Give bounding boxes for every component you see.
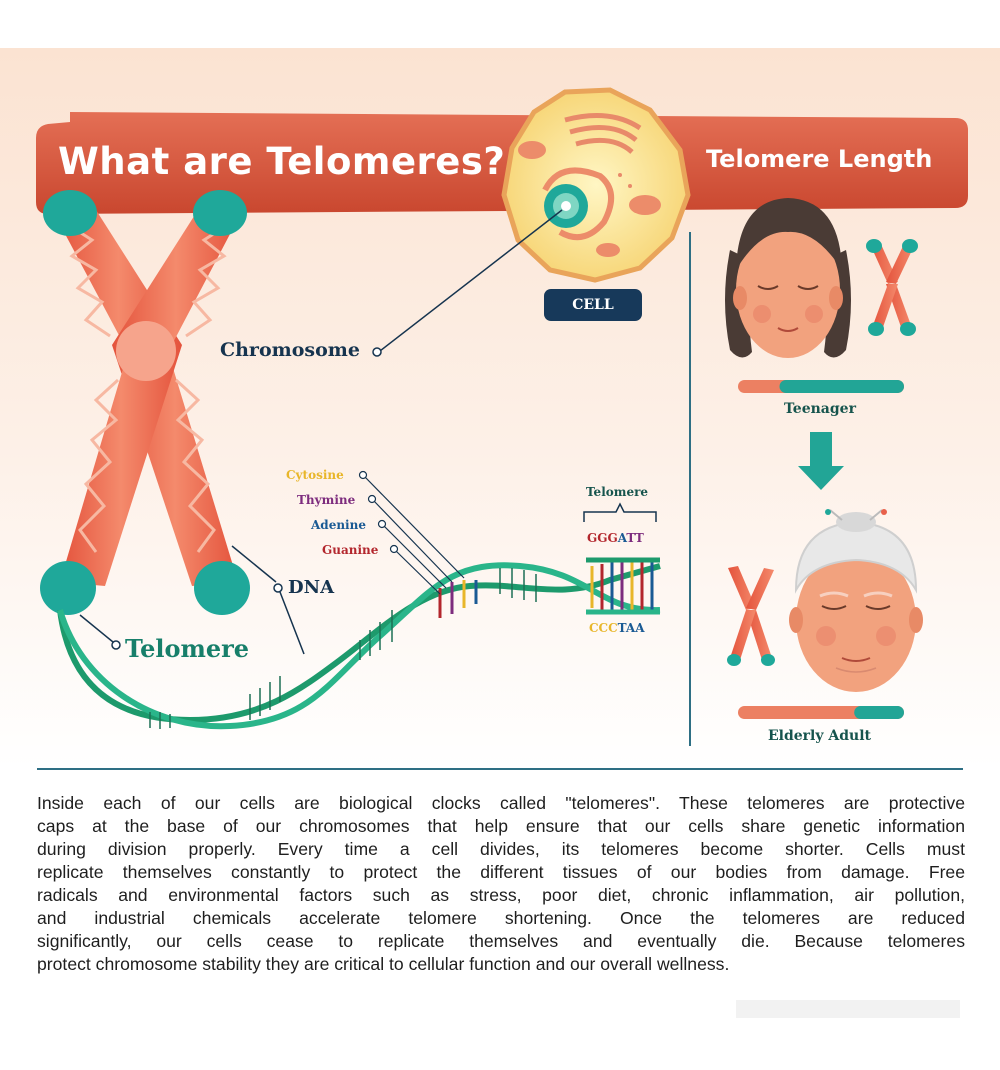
chromosome-illustration	[55, 210, 240, 586]
dna-leader-dot	[273, 583, 283, 593]
chromosome-leader-line	[379, 209, 563, 352]
elderly-adult-label: Elderly Adult	[768, 728, 872, 744]
sequence-segment: TT	[626, 531, 644, 545]
description-line: radicals and environmental factors such …	[37, 885, 965, 905]
teen-face-illustration	[725, 198, 851, 358]
telomere-bracket-label: Telomere	[586, 485, 649, 499]
elder-telomere-bar	[738, 706, 904, 719]
adenine-label: Adenine	[311, 518, 366, 532]
sequence-bottom: CCCTAA	[589, 621, 645, 635]
elder-chromosome-icon	[727, 566, 775, 666]
telomere-leader-line	[79, 614, 114, 643]
chromosome-leader-dot	[372, 347, 382, 357]
dna-helix	[57, 557, 661, 730]
chromosome-label: Chromosome	[220, 339, 360, 361]
footer-strip	[736, 1000, 960, 1018]
guanine-label: Guanine	[322, 543, 379, 557]
description-line: Inside each of our cells are biological …	[37, 793, 965, 813]
telomere-cap-icon	[193, 190, 247, 236]
page-title: What are Telomeres?	[58, 140, 506, 183]
teen-telomere-bar	[738, 380, 904, 393]
description-line: and industrial chemicals accelerate telo…	[37, 908, 965, 928]
sequence-segment: GGG	[587, 531, 618, 545]
base-leader-lines	[358, 470, 465, 595]
description-line: replicate themselves constantly to prote…	[37, 862, 965, 882]
telomere-bracket	[583, 502, 657, 522]
description-line: caps at the base of our chromosomes that…	[37, 816, 965, 836]
sequence-segment: A	[617, 531, 627, 545]
description-line: protect chromosome stability they are cr…	[37, 954, 730, 974]
cytosine-label: Cytosine	[286, 468, 344, 482]
description-paragraph: Inside each of our cells are biological …	[37, 792, 965, 976]
telomere-cap-icon	[43, 190, 97, 236]
down-arrow-icon	[798, 432, 844, 490]
dna-leader-line	[231, 545, 277, 583]
teen-chromosome-icon	[866, 239, 918, 336]
description-line: during division properly. Every time a c…	[37, 839, 965, 859]
description-line: significantly, our cells cease to replic…	[37, 931, 965, 951]
cell-illustration	[501, 87, 691, 283]
title-banner	[36, 112, 968, 214]
sequence-top: GGGATT	[587, 531, 644, 545]
sequence-segment: TAA	[617, 621, 645, 635]
telomere-cap-icon	[40, 561, 96, 615]
thymine-label: Thymine	[297, 493, 356, 507]
telomere-label: Telomere	[125, 634, 250, 663]
telomere-cap-icon	[194, 561, 250, 615]
cell-badge: CELL	[544, 289, 642, 321]
dna-label: DNA	[288, 577, 335, 598]
illustration	[36, 87, 968, 730]
divider-horizontal	[37, 768, 963, 770]
sequence-segment: CCC	[589, 621, 618, 635]
side-title: Telomere Length	[706, 145, 933, 173]
divider-vertical	[689, 232, 691, 746]
telomere-leader-dot	[111, 640, 121, 650]
teenager-label: Teenager	[784, 401, 856, 417]
dna-leader-line	[279, 591, 305, 655]
elder-face-illustration	[789, 509, 923, 692]
